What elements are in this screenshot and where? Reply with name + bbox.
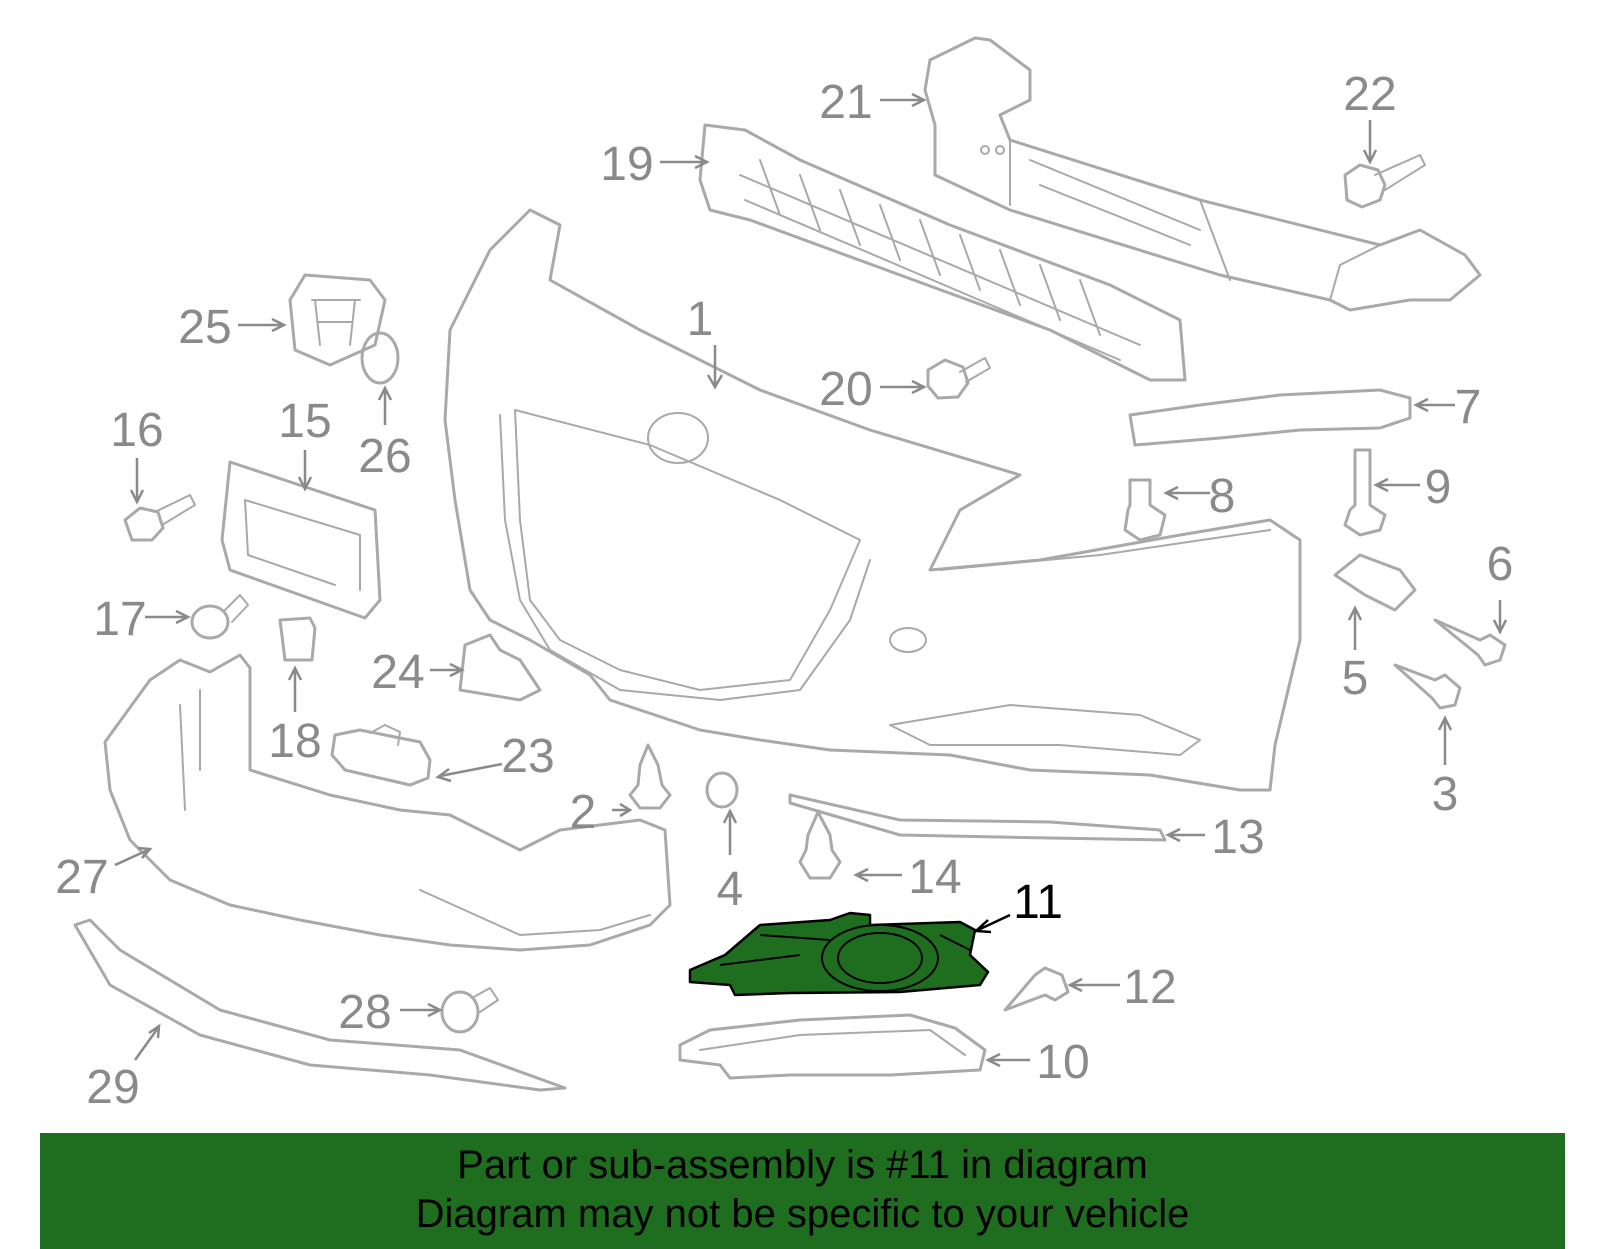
arrow-14 (853, 867, 902, 883)
arrow-8 (1163, 485, 1210, 501)
callout-arrows (114, 92, 1508, 1068)
part-28-clip (440, 987, 499, 1034)
callout-2: 2 (570, 786, 597, 839)
part-2-clip (628, 743, 672, 810)
arrow-23 (435, 762, 503, 783)
callout-9: 9 (1425, 461, 1452, 514)
arrow-9 (1373, 477, 1420, 493)
part-17-clip (190, 594, 249, 640)
arrow-3 (1437, 715, 1453, 765)
arrow-28 (400, 1002, 443, 1018)
callout-27: 27 (55, 851, 108, 904)
banner-part-line: Part or sub-assembly is #11 in diagram (457, 1143, 1148, 1187)
part-16-screw (123, 494, 196, 542)
callout-21: 21 (819, 76, 872, 129)
arrow-11 (973, 913, 1011, 934)
callout-6: 6 (1487, 538, 1514, 591)
arrow-1 (706, 345, 724, 390)
part-15-plate-bracket (220, 460, 382, 620)
part-4-seal (705, 771, 739, 809)
part-29-lower-strip (73, 918, 567, 1092)
callout-29: 29 (86, 1061, 139, 1114)
part-19-absorber (698, 123, 1187, 382)
arrow-21 (880, 92, 927, 108)
part-11-lower-grille (688, 911, 990, 997)
arrow-19 (660, 154, 710, 170)
part-10-fog-garnish (678, 1013, 987, 1080)
callout-18: 18 (268, 715, 321, 768)
part-3-screw (1393, 663, 1462, 710)
part-7-bracket (1128, 388, 1412, 447)
arrow-2 (612, 802, 633, 818)
arrow-27 (114, 846, 153, 867)
arrow-4 (722, 808, 738, 855)
arrow-6 (1492, 600, 1508, 635)
callout-16: 16 (110, 404, 163, 457)
callout-25: 25 (178, 301, 231, 354)
arrow-13 (1165, 827, 1205, 843)
callout-19: 19 (600, 138, 653, 191)
part-24-bracket (458, 633, 542, 702)
arrow-18 (287, 665, 303, 712)
part-20-bolt (926, 357, 991, 400)
part-26-seal (360, 331, 400, 385)
part-9-bolt (1343, 448, 1387, 537)
callout-11: 11 (1013, 876, 1063, 929)
callout-8: 8 (1209, 470, 1236, 523)
callout-5: 5 (1342, 652, 1369, 705)
part-21-reinforcement-beam (923, 36, 1482, 312)
arrow-17 (145, 609, 191, 625)
part-23-sensor (330, 724, 432, 787)
callout-23: 23 (501, 730, 554, 783)
callout-labels: 1 2 3 4 5 6 7 8 9 10 11 12 13 14 15 16 1… (55, 68, 1513, 1114)
part-8-bolt (1123, 478, 1167, 542)
callout-28: 28 (338, 986, 391, 1039)
info-banner: Part or sub-assembly is #11 in diagram D… (40, 1133, 1565, 1249)
arrow-12 (1067, 977, 1120, 993)
arrow-24 (430, 662, 465, 678)
arrow-22 (1362, 120, 1378, 165)
part-6-screw (1433, 618, 1507, 667)
callout-4: 4 (717, 863, 744, 916)
part-25-emblem (288, 273, 387, 367)
callout-24: 24 (371, 646, 424, 699)
callout-1: 1 (687, 293, 714, 346)
part-13-molding (788, 793, 1167, 842)
arrow-15 (297, 450, 313, 492)
arrow-10 (985, 1052, 1030, 1068)
callout-10: 10 (1036, 1036, 1089, 1089)
callout-17: 17 (93, 593, 146, 646)
callout-14: 14 (908, 851, 961, 904)
callout-15: 15 (278, 395, 331, 448)
callout-12: 12 (1123, 961, 1176, 1014)
arrow-7 (1413, 397, 1455, 413)
callout-7: 7 (1455, 381, 1482, 434)
callout-20: 20 (819, 363, 872, 416)
part-27-lower-cover (103, 653, 672, 952)
arrow-16 (129, 458, 145, 505)
part-18-clip (278, 616, 317, 662)
callout-13: 13 (1211, 811, 1264, 864)
callout-3: 3 (1432, 768, 1459, 821)
arrow-29 (133, 1023, 161, 1061)
arrow-20 (880, 379, 927, 395)
part-12-screw (1003, 966, 1070, 1012)
arrow-26 (377, 385, 393, 425)
part-5-bracket (1333, 553, 1417, 612)
callout-22: 22 (1343, 68, 1396, 121)
arrow-5 (1347, 605, 1363, 650)
part-14-clip (798, 810, 842, 880)
part-1-bumper-face (443, 208, 1302, 792)
banner-disclaimer-line: Diagram may not be specific to your vehi… (415, 1192, 1190, 1236)
part-22-bolt (1343, 154, 1426, 209)
arrow-25 (238, 317, 287, 333)
callout-26: 26 (358, 430, 411, 483)
